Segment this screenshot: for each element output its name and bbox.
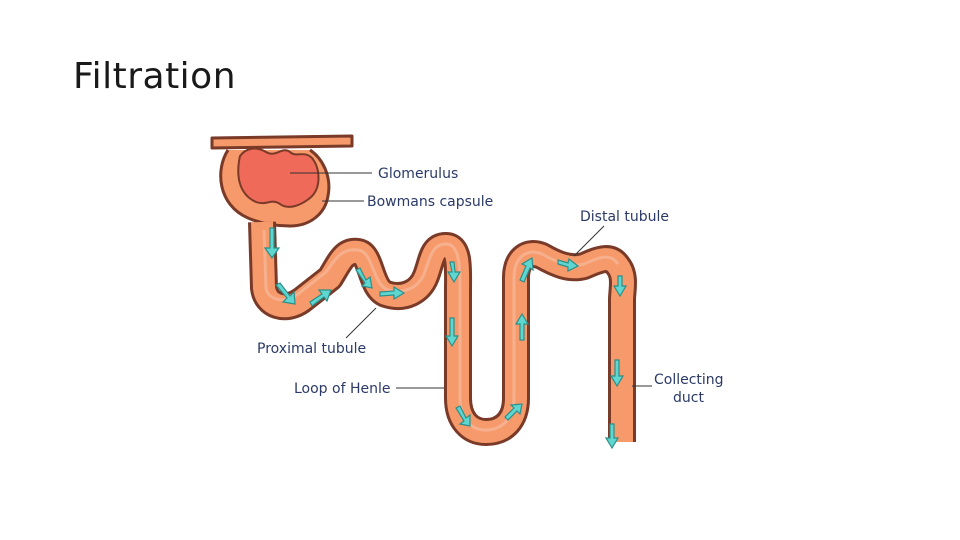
collecting-duct-label-line1: Collecting (654, 372, 724, 388)
flow-arrow (379, 285, 406, 301)
flow-arrow (612, 275, 628, 298)
nephron-tubule (248, 221, 637, 446)
flow-arrows (263, 227, 628, 450)
bowmans-capsule-label: Bowmans capsule (367, 194, 493, 210)
proximal-tubule-leader (345, 307, 377, 339)
flow-arrow (514, 312, 530, 341)
flow-arrow (446, 261, 462, 284)
slide-title: Filtration (73, 56, 237, 97)
distal-tubule-label: Distal tubule (580, 209, 669, 225)
flow-arrow (557, 257, 580, 272)
leader-lines (290, 172, 652, 389)
loop-of-henle-label: Loop of Henle (294, 381, 390, 397)
collecting-duct-label-line2: duct (673, 390, 704, 406)
blood-vessel (210, 134, 354, 150)
flow-arrow (455, 405, 471, 427)
flow-arrow (275, 282, 296, 305)
flow-arrow (519, 256, 534, 283)
flow-arrow (309, 289, 332, 307)
glomerulus-label: Glomerulus (378, 166, 458, 182)
distal-tubule-leader (573, 225, 605, 257)
flow-arrow (263, 227, 281, 260)
flow-arrow (444, 317, 460, 348)
proximal-tubule-label: Proximal tubule (257, 341, 366, 357)
glomerulus-shape (237, 147, 320, 208)
flow-arrow (604, 423, 620, 450)
flow-arrow (355, 267, 373, 289)
flow-arrow (609, 359, 625, 388)
flow-arrow (504, 403, 523, 421)
